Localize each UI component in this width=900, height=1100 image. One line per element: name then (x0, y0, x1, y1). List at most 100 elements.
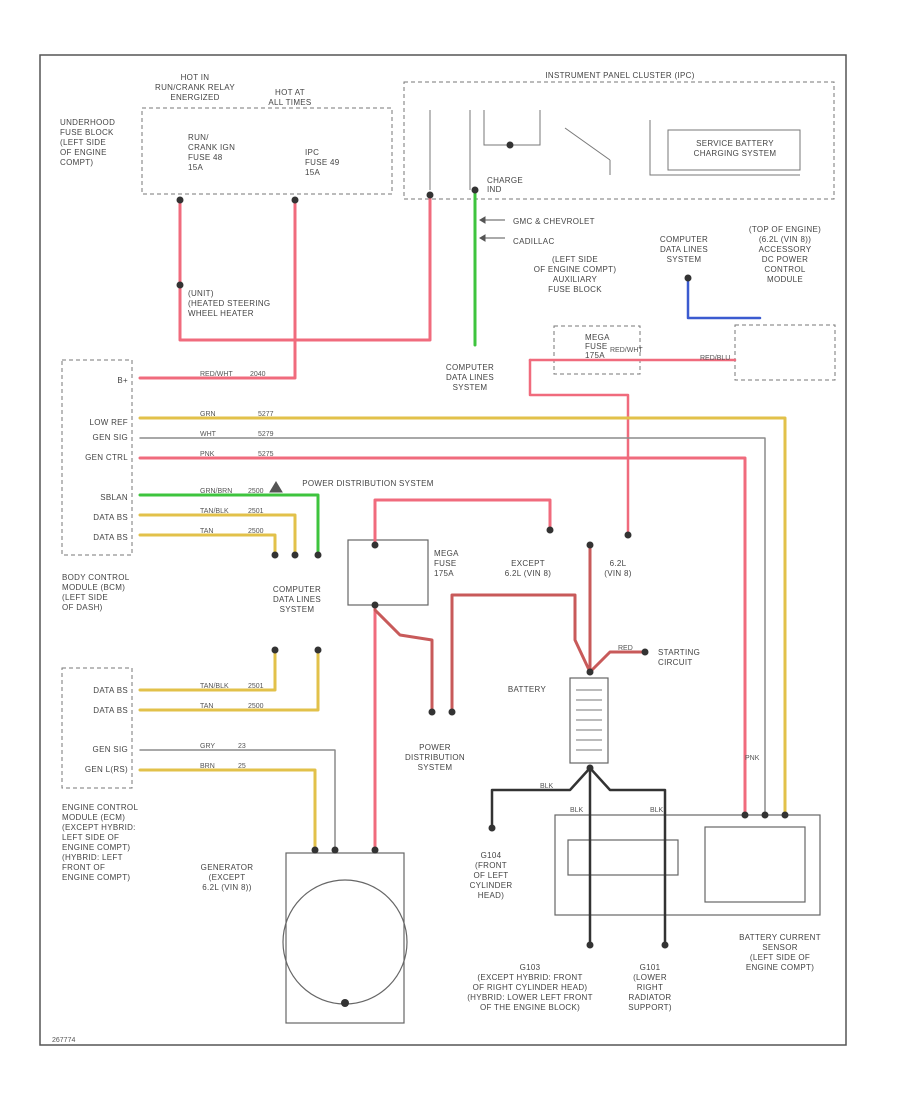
wire-code-label: WHT (200, 431, 217, 438)
ecm-outline (61, 667, 133, 789)
computer-data-lines-3-label: SYSTEM (280, 605, 315, 614)
ecm-label: ENGINE CONTROL (62, 803, 138, 812)
terminal-dot-23 (684, 274, 692, 282)
wire-gen-ctrl (138, 456, 747, 817)
bcm-label: BODY CONTROL (62, 573, 130, 582)
wire-power-dist-1 (373, 608, 434, 712)
terminal-dot-28 (761, 811, 769, 819)
except-62-label: EXCEPT (511, 559, 545, 568)
g103-label: (EXCEPT HYBRID: FRONT (477, 973, 582, 982)
arrows (269, 216, 505, 493)
terminal-dot-19 (271, 646, 279, 654)
wire-code-label: 5277 (258, 411, 274, 418)
wire-code-label: BLK (650, 807, 664, 814)
terminal-dot-2 (176, 196, 184, 204)
terminal-dot-17 (291, 551, 299, 559)
wire-code-label: PNK (200, 451, 215, 458)
wire-bcm-bplus (138, 198, 297, 380)
aux-fuse-block-label: FUSE BLOCK (548, 285, 602, 294)
fuse-ipc-label: FUSE 49 (305, 158, 340, 167)
g104-label: CYLINDER (470, 881, 513, 890)
accessory-module-label: ACCESSORY (759, 245, 812, 254)
component-outlines (61, 81, 836, 789)
underhood-fuse-block-label: COMPT) (60, 158, 93, 167)
terminal-dot-10 (586, 668, 594, 676)
wire-bcm-data-2 (138, 533, 277, 557)
ecm-label: FRONT OF (62, 863, 105, 872)
diagram-border (39, 54, 847, 1046)
terminal-dot-21 (311, 846, 319, 854)
computer-data-lines-3-label: DATA LINES (273, 595, 321, 604)
wire-g101 (588, 766, 667, 947)
g101-label: SUPPORT) (628, 1003, 672, 1012)
service-battery-box (667, 129, 801, 171)
bcm-label: MODULE (BCM) (62, 583, 125, 592)
terminal-dot-13 (488, 824, 496, 832)
wire-code-label: TAN (200, 703, 213, 710)
battery-cells (576, 689, 602, 751)
bcm-label: OF DASH) (62, 603, 103, 612)
underhood-fuse-block-label: (LEFT SIDE (60, 138, 106, 147)
g104-label: (FRONT (475, 861, 507, 870)
g103-label: G103 (520, 963, 541, 972)
terminal-dot-16 (271, 551, 279, 559)
ecm-label: (HYBRID: LEFT (62, 853, 123, 862)
hot-at-all-times-label: HOT AT (275, 88, 305, 97)
wire-code-label: 2500 (248, 703, 264, 710)
wire-sblan (138, 493, 320, 557)
underhood-fuse-block-label: UNDERHOOD (60, 118, 115, 127)
hot-run-crank-label: ENERGIZED (170, 93, 219, 102)
aux-fuse-block-label: AUXILIARY (553, 275, 598, 284)
generator-label: GENERATOR (201, 863, 254, 872)
bcm-pin-label: SBLAN (100, 493, 128, 502)
terminal-dot-12 (586, 764, 594, 772)
ecm-label: ENGINE COMPT) (62, 843, 130, 852)
wire-code-label: 2501 (248, 508, 264, 515)
computer-data-lines-2-label: SYSTEM (667, 255, 702, 264)
ecm-pin-label: DATA BS (93, 686, 128, 695)
wire-ecm-data-2 (138, 648, 320, 712)
ecm-pin-label: DATA BS (93, 706, 128, 715)
wire-code-label: RED/BLU (700, 355, 730, 362)
wire-code-label: PNK (745, 755, 760, 762)
terminal-dot-9 (448, 708, 456, 716)
bcm-pin-label: GEN CTRL (85, 453, 128, 462)
wire-accessory-data (686, 276, 762, 320)
battery-label: BATTERY (508, 685, 547, 694)
wire-starting-circuit (588, 650, 647, 674)
ipc-return (649, 120, 800, 176)
g101-label: RADIATOR (629, 993, 672, 1002)
wire-code-label: 25 (238, 763, 246, 770)
hot-run-crank-label: HOT IN (181, 73, 210, 82)
starting-circuit-label: CIRCUIT (658, 658, 693, 667)
except-62-label: 6.2L (VIN 8) (505, 569, 551, 578)
mega-fuse-big-label: 175A (434, 569, 454, 578)
terminal-dot-20 (314, 646, 322, 654)
battery-current-sensor-box (704, 826, 806, 903)
mega-fuse-small-label: 175A (585, 351, 605, 360)
wire-code-label: GRN (200, 411, 216, 418)
fuse-run-crank-label: FUSE 48 (188, 153, 223, 162)
aux-fuse-block-label: OF ENGINE COMPT) (534, 265, 617, 274)
wire-code-label: TAN/BLK (200, 683, 229, 690)
aux-fuse-block-label: (LEFT SIDE (552, 255, 598, 264)
wire-code-label: 5275 (258, 451, 274, 458)
bcm-pin-label: B+ (117, 376, 128, 385)
g104-label: G104 (481, 851, 502, 860)
terminal-dot-11 (641, 648, 649, 656)
wire-power-dist-2 (450, 593, 592, 712)
battery-current-sensor-label: BATTERY CURRENT (739, 933, 821, 942)
ecm-label: MODULE (ECM) (62, 813, 125, 822)
power-distribution-bottom-label: POWER (419, 743, 451, 752)
accessory-module-label: (6.2L (VIN 8)) (759, 235, 811, 244)
wire-code-label: BLK (570, 807, 584, 814)
wire-steering-heater (178, 193, 432, 342)
g101-label: G101 (640, 963, 661, 972)
terminal-dot-18 (314, 551, 322, 559)
generator-symbol (282, 879, 408, 1005)
g103-label: (HYBRID: LOWER LEFT FRONT (467, 993, 593, 1002)
wire-ecm-gen-sig (139, 749, 336, 851)
wire-code-label: 5279 (258, 431, 274, 438)
battery-current-sensor-label: ENGINE COMPT) (746, 963, 814, 972)
